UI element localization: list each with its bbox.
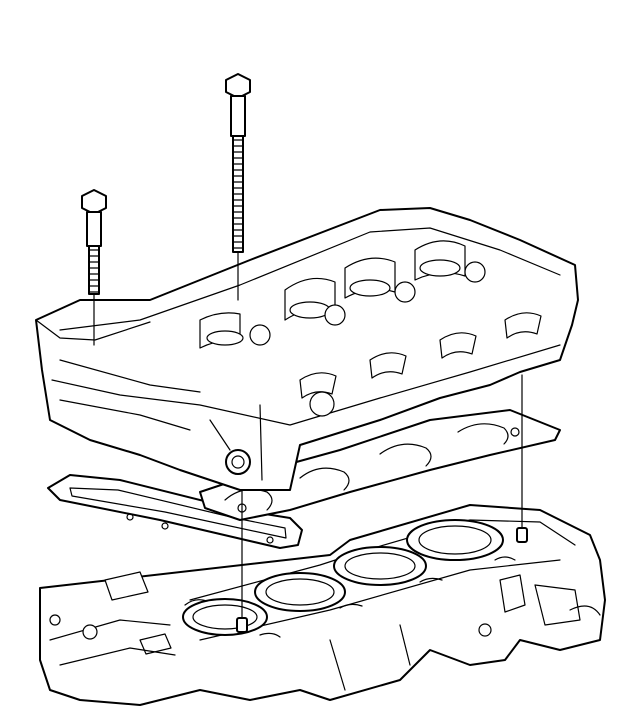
dowel-pin-rear xyxy=(516,527,528,543)
alignment-lines xyxy=(93,251,523,619)
cylinder-head-gasket xyxy=(199,409,561,521)
dowel-pin-front xyxy=(236,617,248,633)
cylinder-head xyxy=(35,207,579,491)
cylinder-head-bolt-short xyxy=(81,189,107,295)
engine-block xyxy=(39,504,606,706)
cylinder-head-bolt-long xyxy=(225,73,251,253)
front-cover-gasket xyxy=(47,474,303,549)
